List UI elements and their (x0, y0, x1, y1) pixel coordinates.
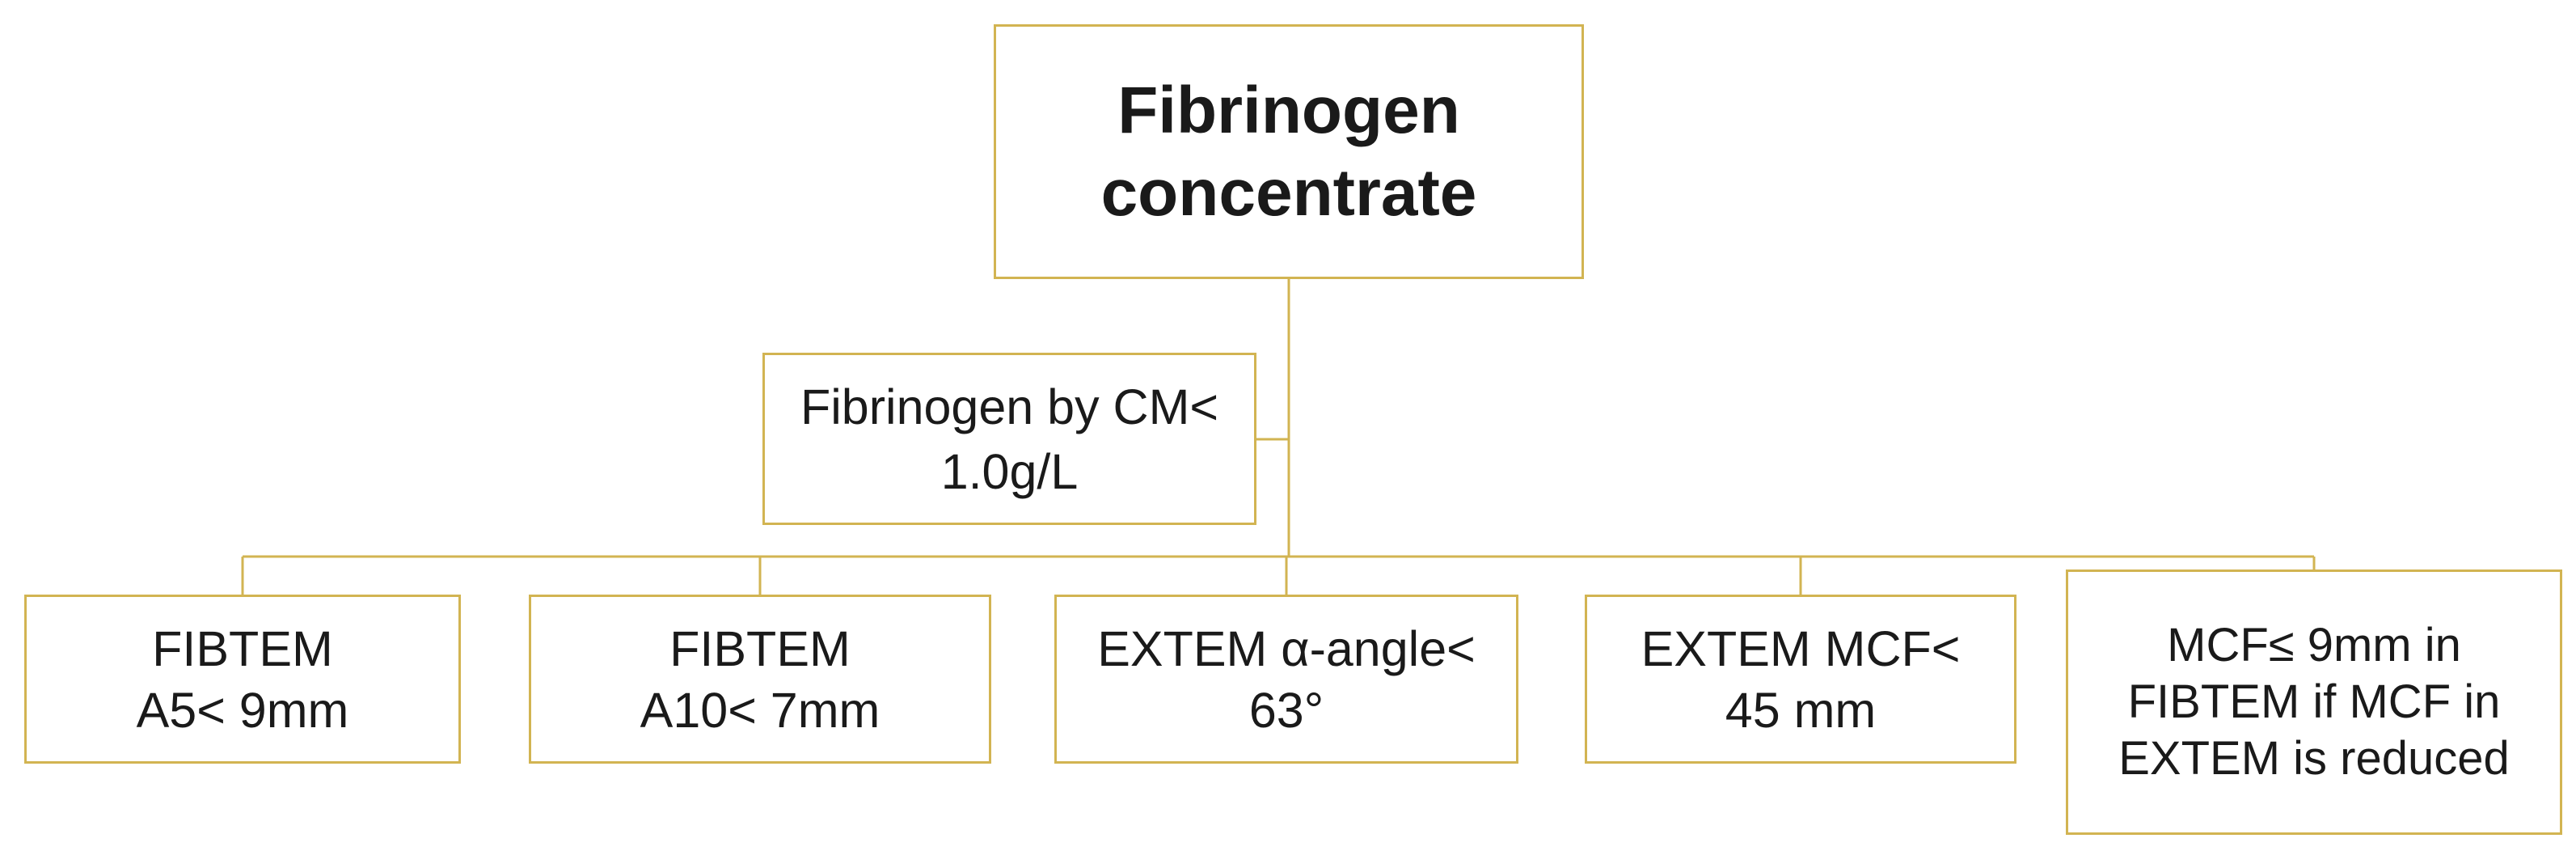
root-node: Fibrinogen concentrate (994, 24, 1584, 279)
criterion-node-5: MCF≤ 9mm in FIBTEM if MCF in EXTEM is re… (2066, 569, 2562, 835)
criterion-label-4: EXTEM MCF< 45 mm (1641, 620, 1961, 738)
criterion-node-4: EXTEM MCF< 45 mm (1585, 595, 2016, 764)
root-node-label: Fibrinogen concentrate (1100, 73, 1477, 230)
criterion-label-5: MCF≤ 9mm in FIBTEM if MCF in EXTEM is re… (2118, 619, 2510, 785)
condition-node-label: Fibrinogen by CM< 1.0g/L (800, 379, 1219, 499)
criterion-label-2: FIBTEM A10< 7mm (640, 620, 880, 738)
criterion-label-3: EXTEM α-angle< 63° (1097, 620, 1476, 738)
criterion-label-1: FIBTEM A5< 9mm (136, 620, 349, 738)
criterion-node-2: FIBTEM A10< 7mm (529, 595, 991, 764)
criterion-node-1: FIBTEM A5< 9mm (24, 595, 461, 764)
criterion-node-3: EXTEM α-angle< 63° (1054, 595, 1518, 764)
condition-node: Fibrinogen by CM< 1.0g/L (762, 353, 1256, 525)
